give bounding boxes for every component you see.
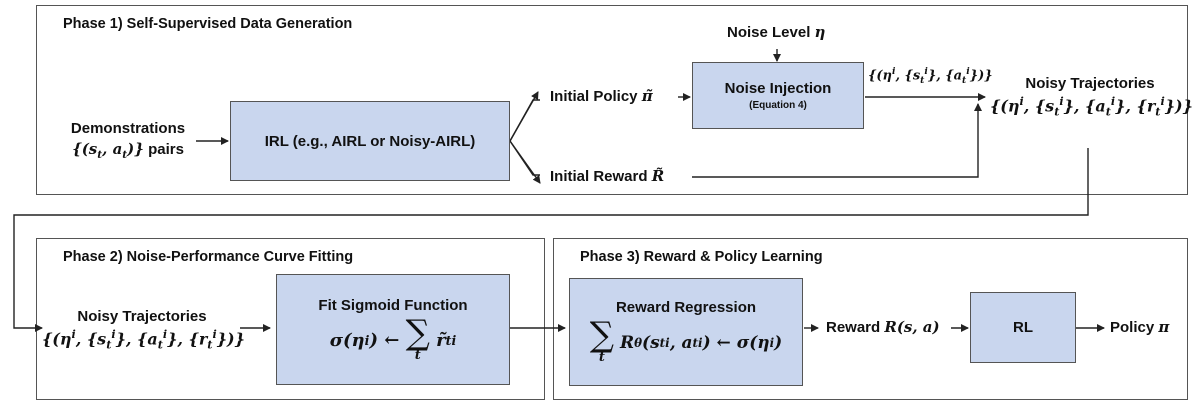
reward-output-label: Reward R(s, a) bbox=[826, 318, 940, 336]
noisy-trajectories-p2: Noisy Trajectories {(ηi, {sti}, {ati}, {… bbox=[42, 308, 245, 352]
noise-injection-sub: (Equation 4) bbox=[749, 100, 807, 111]
policy-output-symbol: π bbox=[1158, 318, 1170, 336]
noise-level-text: Noise Level bbox=[727, 24, 811, 41]
noise-injection-box: Noise Injection (Equation 4) bbox=[692, 62, 864, 129]
noise-output-math: {(ηi, {sti}, {ati})} bbox=[868, 66, 993, 86]
noisy-trajectories-p2-math: {(ηi, {sti}, {ati}, {rti})} bbox=[42, 327, 245, 352]
phase3-title: Phase 3) Reward & Policy Learning bbox=[580, 249, 823, 265]
policy-output-label: Policy π bbox=[1110, 318, 1169, 336]
noise-level-symbol: η bbox=[814, 23, 826, 41]
noisy-trajectories-p1: Noisy Trajectories {(ηi, {sti}, {ati}, {… bbox=[990, 75, 1193, 119]
reward-regression-label: Reward Regression bbox=[615, 299, 757, 316]
rl-box: RL bbox=[970, 292, 1076, 363]
initial-policy-text: Initial Policy bbox=[550, 88, 638, 105]
noise-injection-label: Noise Injection bbox=[724, 80, 832, 97]
demonstrations-text: Demonstrations bbox=[70, 120, 186, 137]
irl-label: IRL (e.g., AIRL or Noisy-AIRL) bbox=[264, 132, 476, 150]
demo-pairs-suffix: pairs bbox=[148, 141, 184, 158]
irl-box: IRL (e.g., AIRL or Noisy-AIRL) bbox=[230, 101, 510, 181]
fit-sigmoid-label: Fit Sigmoid Function bbox=[318, 296, 468, 314]
reward-output-text: Reward bbox=[826, 319, 881, 336]
initial-policy-symbol: π̃ bbox=[641, 87, 653, 105]
initial-policy-label: Initial Policy π̃ bbox=[550, 87, 653, 105]
demo-pairs-math: {(st, at)} bbox=[72, 140, 144, 161]
noisy-trajectories-p1-math: {(ηi, {sti}, {ati}, {rti})} bbox=[990, 94, 1193, 119]
noisy-trajectories-p2-text: Noisy Trajectories bbox=[77, 308, 207, 325]
demonstrations-label: Demonstrations {(st, at)} pairs bbox=[58, 120, 198, 161]
rl-label: RL bbox=[1013, 319, 1033, 336]
reward-output-symbol: R(s, a) bbox=[884, 318, 940, 336]
policy-output-text: Policy bbox=[1110, 319, 1155, 336]
noise-level-label: Noise Level η bbox=[727, 23, 825, 41]
phase1-title: Phase 1) Self-Supervised Data Generation bbox=[63, 16, 353, 32]
phase2-title: Phase 2) Noise-Performance Curve Fitting bbox=[63, 249, 354, 265]
initial-reward-label: Initial Reward R̃ bbox=[550, 167, 664, 185]
initial-reward-text: Initial Reward bbox=[550, 168, 648, 185]
initial-reward-symbol: R̃ bbox=[651, 167, 665, 185]
noisy-trajectories-p1-text: Noisy Trajectories bbox=[1025, 75, 1155, 92]
